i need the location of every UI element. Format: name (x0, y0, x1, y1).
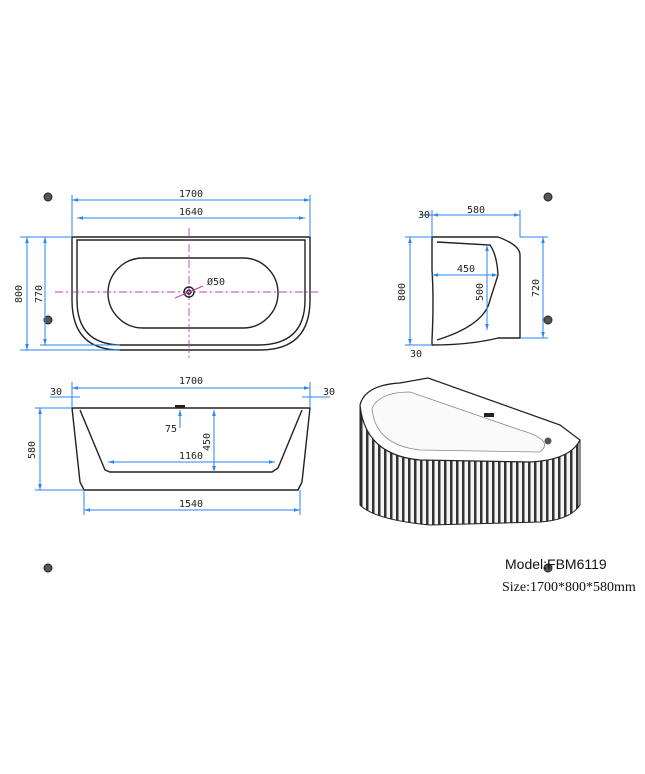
dim-right-rim: 30 (323, 387, 335, 398)
registration-dots (43, 192, 553, 573)
dim-depth-top: 580 (467, 205, 485, 216)
dim-rim: 30 (418, 210, 430, 221)
dim-front-inner-height: 450 (202, 433, 213, 451)
dim-inner-length: 1640 (179, 207, 203, 218)
dim-front-length: 1700 (179, 376, 203, 387)
dim-drain: Ø50 (207, 276, 225, 288)
dim-base: 30 (410, 349, 422, 360)
dim-inner-depth: 450 (457, 264, 475, 275)
dim-front-height: 580 (27, 441, 38, 459)
dim-overflow: 75 (165, 424, 177, 435)
dim-inner-width: 770 (34, 285, 45, 303)
dim-height: 720 (531, 279, 542, 297)
size-label: Size:1700*800*580mm (502, 580, 636, 595)
dim-length: 1700 (179, 189, 203, 200)
front-view: 30 1700 30 75 450 580 1160 1540 (27, 376, 335, 515)
dim-base-length: 1540 (179, 499, 203, 510)
dim-side-width: 800 (397, 283, 408, 301)
dim-bottom-length: 1160 (179, 451, 203, 462)
dim-left-rim: 30 (50, 387, 62, 398)
dim-inner-height: 500 (475, 283, 486, 301)
model-label: Model:FBM6119 (505, 556, 607, 572)
side-view: 30 580 450 800 500 720 30 (397, 205, 548, 360)
bathtub-render (359, 377, 581, 526)
dim-width: 800 (14, 285, 25, 303)
top-view: 1700 1640 800 770 Ø50 (14, 189, 318, 358)
